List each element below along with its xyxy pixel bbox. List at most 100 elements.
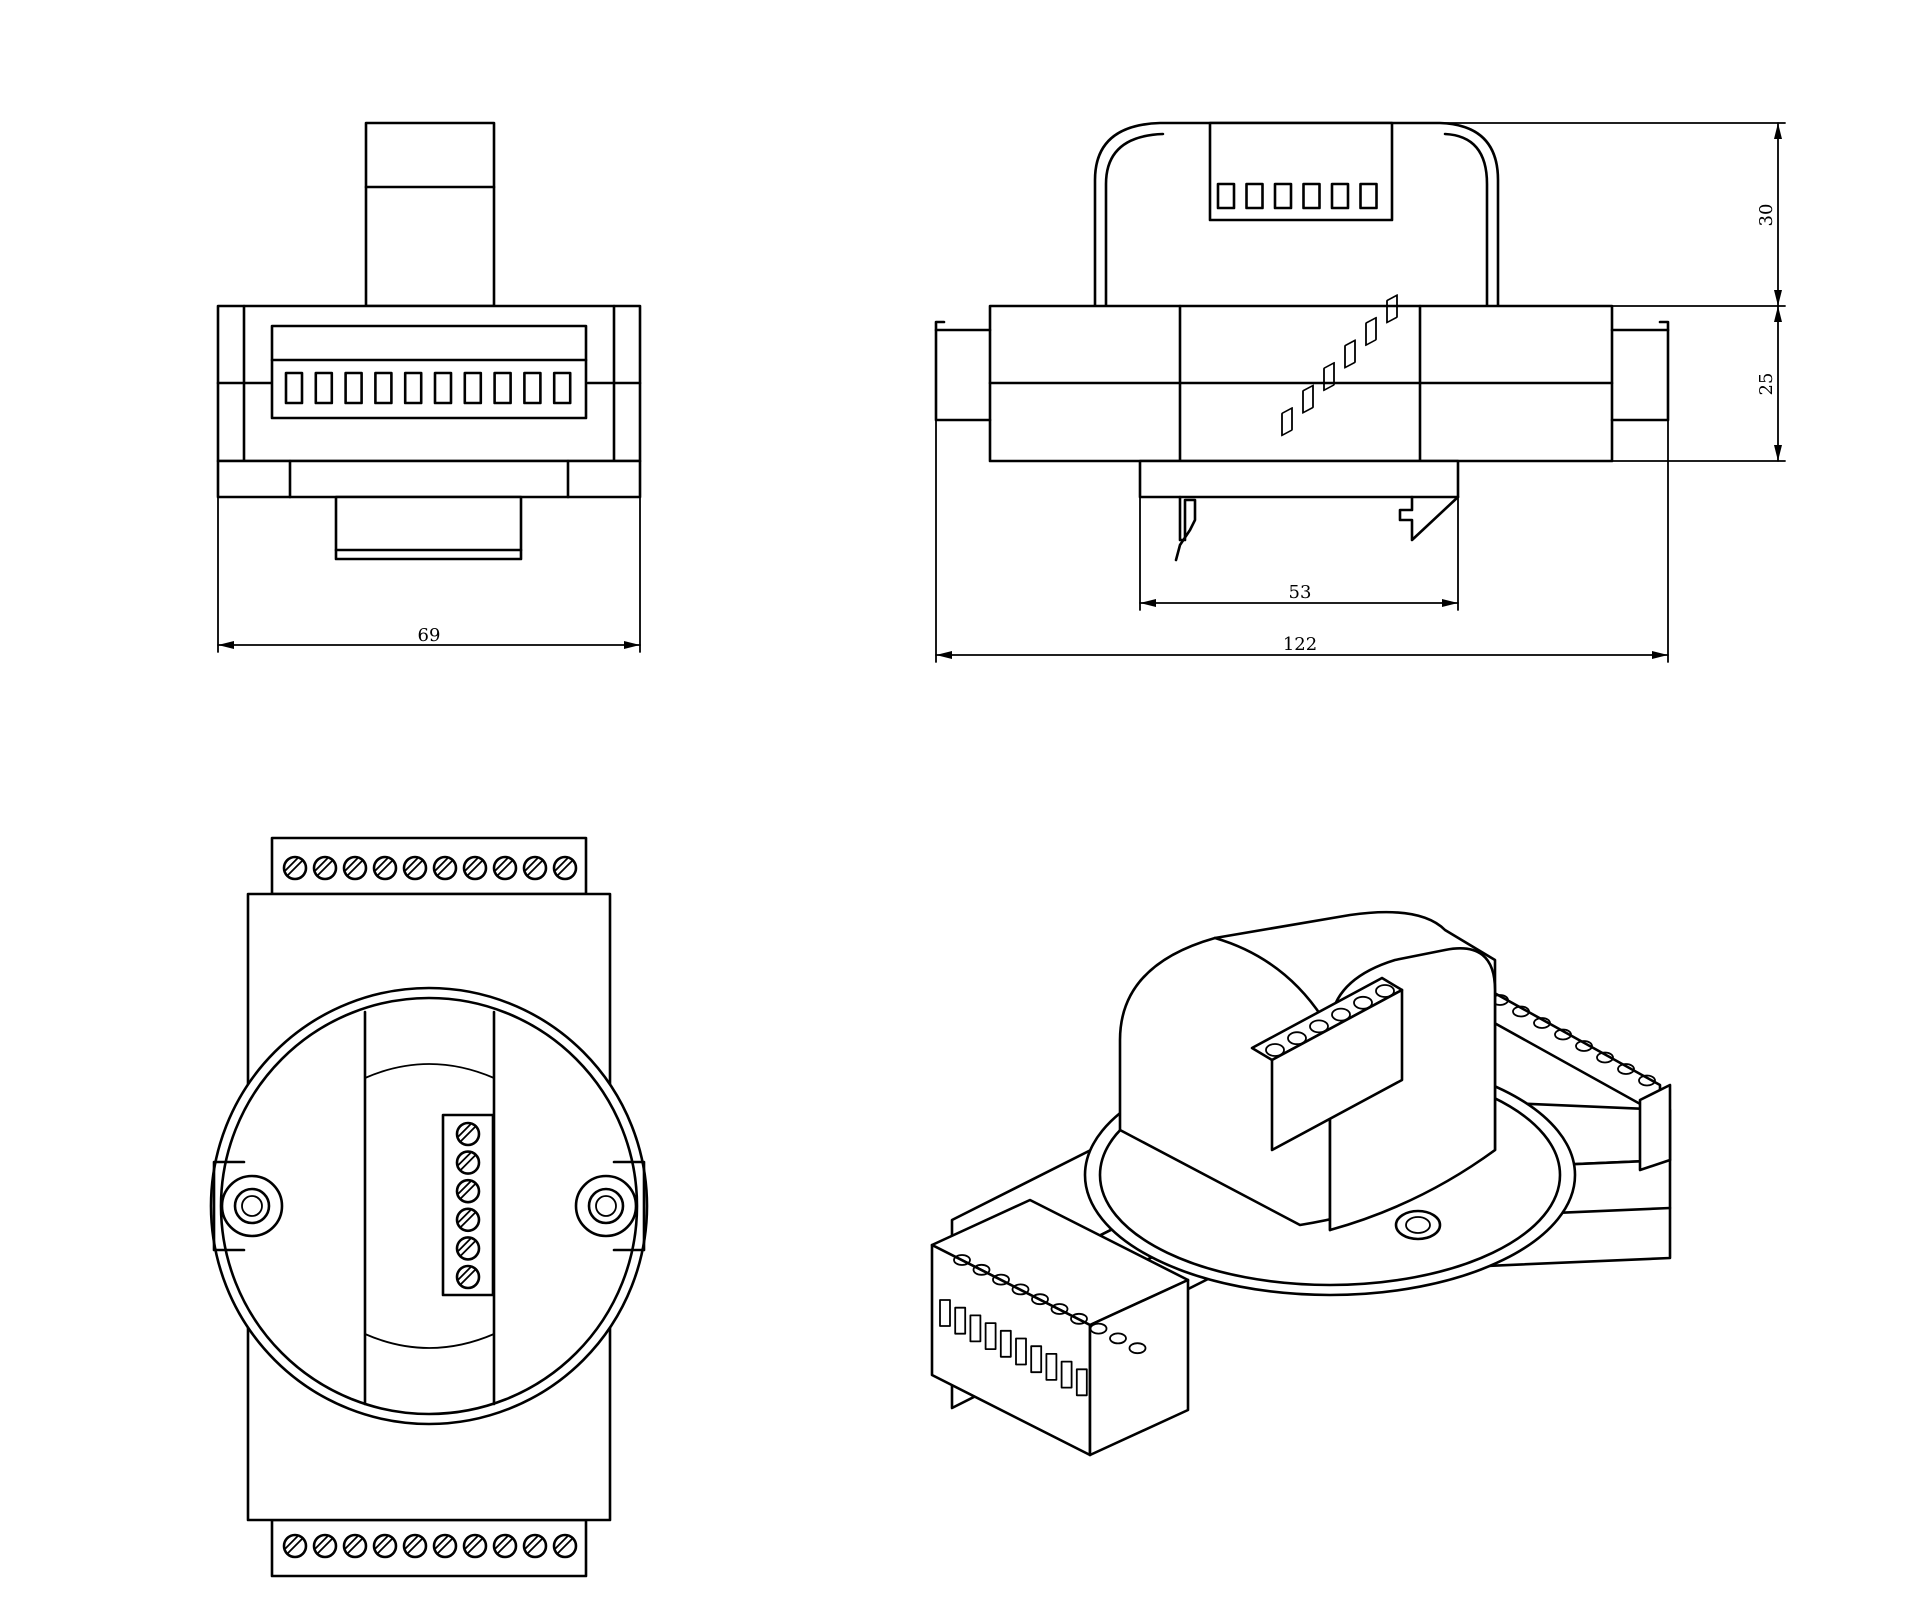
terminal-screw-icon	[1617, 1063, 1635, 1075]
terminal-screw-icon	[462, 1533, 488, 1559]
iso-fixing-screw-icon	[1394, 1209, 1442, 1241]
terminal-slot	[463, 371, 483, 405]
terminal-screw-icon	[1331, 1007, 1351, 1022]
terminal-slot	[1015, 1337, 1027, 1366]
terminal-screw-icon	[522, 855, 548, 881]
terminal-slot	[954, 1306, 967, 1335]
iso-top-connector-screws	[1265, 294, 1398, 1057]
terminal-screw-icon	[992, 1273, 1010, 1286]
terminal-screw-icon	[1109, 1332, 1127, 1345]
terminal-slot	[1045, 1353, 1058, 1381]
dimension-label-69: 69	[418, 625, 441, 646]
terminal-screw-icon	[1353, 995, 1373, 1010]
dimension-label-30: 30	[1756, 204, 1777, 227]
terminal-screw-icon	[1596, 1051, 1614, 1064]
dimension-label-122: 122	[1283, 634, 1317, 655]
dimension-body-height: 25	[1611, 305, 1786, 462]
terminal-slot	[1030, 1345, 1043, 1374]
terminal-screw-icon	[282, 855, 308, 881]
terminal-slot	[433, 371, 453, 405]
top-view-upper-screws	[282, 855, 578, 881]
left-fixing-screw-icon	[220, 1174, 284, 1238]
right-fixing-screw-icon	[574, 1174, 638, 1238]
top-view-lower-screws	[282, 1533, 578, 1559]
terminal-screw-icon	[432, 1533, 458, 1559]
terminal-screw-icon	[1011, 1283, 1030, 1296]
terminal-screw-icon	[1050, 1303, 1069, 1315]
side-view: 53 122 30 25	[934, 121, 1786, 663]
terminal-screw-icon	[1375, 984, 1395, 998]
terminal-screw-icon	[455, 1264, 481, 1290]
terminal-screw-icon	[462, 855, 488, 881]
terminal-slot	[999, 1329, 1012, 1358]
top-view	[209, 836, 649, 1578]
terminal-screw-icon	[1287, 1031, 1307, 1046]
terminal-slot	[344, 371, 363, 405]
terminal-screw-icon	[1031, 1293, 1049, 1306]
terminal-screw-icon	[402, 1533, 428, 1559]
terminal-screw-icon	[342, 855, 368, 881]
terminal-screw-icon	[402, 855, 428, 881]
terminal-slot	[939, 1299, 951, 1327]
terminal-screw-icon	[1512, 1005, 1530, 1018]
dimension-label-25: 25	[1756, 373, 1777, 396]
terminal-slot	[314, 371, 334, 405]
terminal-screw-icon	[455, 1207, 481, 1233]
terminal-screw-icon	[455, 1178, 481, 1204]
iso-front-terminal-screws	[939, 1254, 1147, 1397]
terminal-slot	[1075, 1368, 1088, 1397]
front-terminal-slots	[284, 371, 572, 405]
terminal-slot	[1365, 316, 1377, 347]
terminal-slot	[374, 371, 393, 405]
dimension-front-width: 69	[217, 496, 641, 653]
terminal-screw-icon	[1070, 1312, 1088, 1325]
terminal-screw-icon	[455, 1236, 481, 1261]
terminal-screw-icon	[1128, 1342, 1147, 1355]
terminal-screw-icon	[282, 1533, 308, 1559]
dimension-top-height: 30	[1439, 122, 1786, 307]
terminal-slot	[1323, 361, 1335, 392]
terminal-slot	[1302, 384, 1314, 414]
terminal-screw-icon	[492, 855, 518, 881]
terminal-screw-icon	[372, 1533, 398, 1559]
terminal-screw-icon	[1265, 1043, 1285, 1057]
terminal-slot	[284, 371, 304, 405]
dimension-total-width: 122	[935, 419, 1669, 663]
terminal-screw-icon	[312, 1533, 338, 1559]
terminal-slot	[1281, 407, 1293, 437]
terminal-screw-icon	[1575, 1040, 1593, 1052]
terminal-slot	[523, 371, 542, 405]
terminal-screw-icon	[312, 855, 338, 881]
front-view: 69	[216, 121, 642, 653]
dimension-rail-width: 53	[1139, 496, 1459, 611]
terminal-screw-icon	[1309, 1019, 1329, 1034]
terminal-screw-icon	[1554, 1028, 1572, 1041]
terminal-slot	[493, 371, 512, 405]
terminal-screw-icon	[455, 1150, 481, 1175]
terminal-screw-icon	[953, 1254, 971, 1266]
terminal-slot	[1386, 294, 1398, 324]
terminal-screw-icon	[342, 1533, 368, 1559]
terminal-slot	[1359, 182, 1378, 210]
terminal-screw-icon	[455, 1121, 481, 1147]
terminal-slot	[984, 1322, 997, 1350]
terminal-screw-icon	[552, 1533, 578, 1559]
side-top-slots	[1216, 182, 1378, 210]
terminal-screw-icon	[972, 1263, 991, 1276]
top-view-vertical-screws	[455, 1121, 481, 1290]
terminal-screw-icon	[1089, 1322, 1108, 1335]
terminal-slot	[552, 371, 572, 405]
terminal-slot	[1216, 182, 1236, 210]
terminal-screw-icon	[372, 855, 398, 881]
terminal-slot	[1245, 182, 1264, 210]
terminal-slot	[1344, 339, 1356, 369]
isometric-view	[930, 294, 1672, 1457]
terminal-screw-icon	[1638, 1074, 1656, 1087]
terminal-screw-icon	[552, 855, 578, 881]
terminal-slot	[1330, 182, 1350, 210]
terminal-screw-icon	[1533, 1017, 1551, 1029]
iso-back-screws	[1491, 994, 1656, 1087]
terminal-slot	[1302, 182, 1321, 210]
terminal-screw-icon	[522, 1533, 548, 1559]
